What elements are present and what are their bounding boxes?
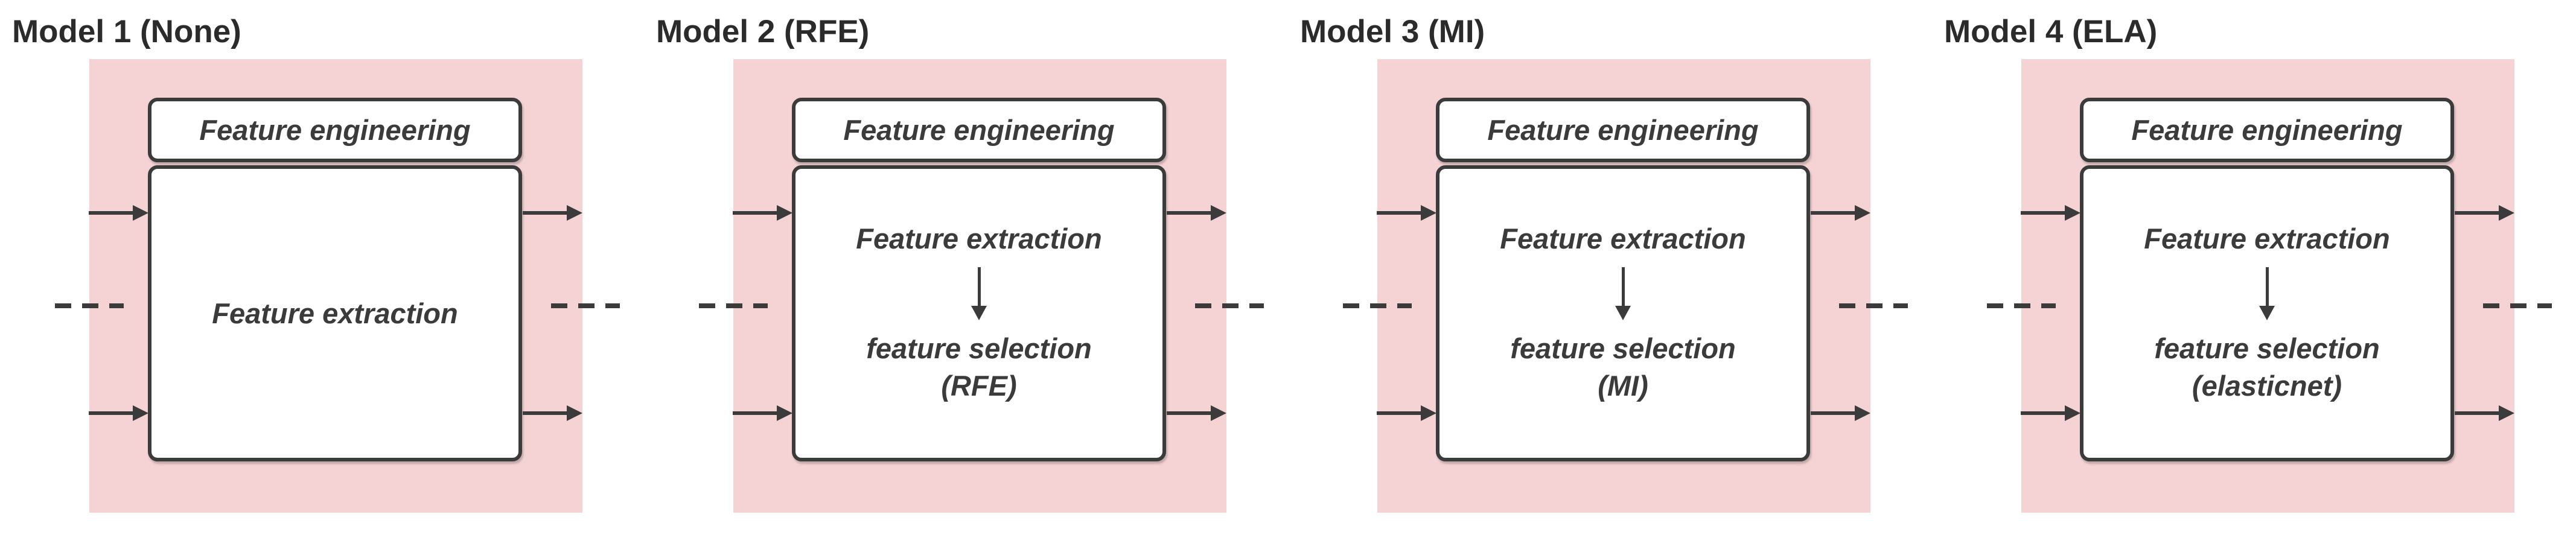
ellipsis-dashes-left-icon (1343, 303, 1412, 308)
panel-title: Model 2 (RFE) (656, 14, 870, 49)
ellipsis-dashes-left-icon (1987, 303, 2056, 308)
flow-down-arrow-icon (1615, 267, 1631, 320)
output-arrow-bottom-icon (523, 405, 582, 421)
flow-down-arrow-icon (971, 267, 987, 320)
feature-engineering-label: Feature engineering (843, 114, 1115, 146)
output-arrow-top-icon (1167, 205, 1226, 221)
selection-method-label: (elasticnet) (2192, 370, 2342, 402)
model-panel: Model 4 (ELA) Feature engineering Featur… (1932, 0, 2576, 538)
feature-extraction-label: Feature extraction (212, 297, 458, 329)
panel-title: Model 1 (None) (12, 14, 241, 49)
feature-engineering-box: Feature engineering (2080, 98, 2454, 162)
feature-engineering-label: Feature engineering (199, 114, 471, 146)
processing-box-content: Feature extraction feature selection (MI… (1439, 169, 1806, 458)
output-arrow-top-icon (1811, 205, 1870, 221)
feature-selection-label: feature selection (2154, 332, 2380, 364)
feature-selection-label: feature selection (1510, 332, 1736, 364)
feature-selection-block: feature selection (RFE) (866, 330, 1092, 405)
output-arrow-bottom-icon (2455, 405, 2514, 421)
input-arrow-bottom-icon (2021, 405, 2080, 421)
selection-method-label: (RFE) (941, 370, 1017, 402)
processing-box: Feature extraction feature selection (RF… (792, 165, 1166, 461)
input-arrow-top-icon (733, 205, 792, 221)
feature-extraction-label: Feature extraction (1500, 223, 1746, 255)
feature-extraction-label: Feature extraction (2144, 223, 2390, 255)
panel-title: Model 4 (ELA) (1944, 14, 2158, 49)
input-arrow-bottom-icon (89, 405, 148, 421)
selection-method-label: (MI) (1598, 370, 1648, 402)
ellipsis-dashes-right-icon (1195, 303, 1264, 308)
output-arrow-top-icon (2455, 205, 2514, 221)
feature-engineering-label: Feature engineering (1487, 114, 1759, 146)
feature-selection-label: feature selection (866, 332, 1092, 364)
panel-title: Model 3 (MI) (1300, 14, 1485, 49)
feature-extraction-label: Feature extraction (856, 223, 1102, 255)
input-arrow-top-icon (2021, 205, 2080, 221)
processing-box: Feature extraction feature selection (el… (2080, 165, 2454, 461)
output-arrow-bottom-icon (1167, 405, 1226, 421)
output-arrow-top-icon (523, 205, 582, 221)
model-panel: Model 2 (RFE) Feature engineering Featur… (644, 0, 1288, 538)
feature-selection-block: feature selection (MI) (1510, 330, 1736, 405)
ellipsis-dashes-right-icon (551, 303, 620, 308)
feature-engineering-box: Feature engineering (792, 98, 1166, 162)
processing-box-content: Feature extraction (151, 169, 518, 458)
input-arrow-top-icon (89, 205, 148, 221)
processing-box-content: Feature extraction feature selection (RF… (795, 169, 1162, 458)
processing-box-content: Feature extraction feature selection (el… (2083, 169, 2450, 458)
feature-engineering-box: Feature engineering (148, 98, 522, 162)
input-arrow-bottom-icon (1377, 405, 1436, 421)
input-arrow-bottom-icon (733, 405, 792, 421)
flow-down-arrow-icon (2259, 267, 2275, 320)
feature-selection-block: feature selection (elasticnet) (2154, 330, 2380, 405)
output-arrow-bottom-icon (1811, 405, 1870, 421)
ellipsis-dashes-right-icon (1839, 303, 1908, 308)
processing-box: Feature extraction feature selection (MI… (1436, 165, 1810, 461)
ellipsis-dashes-left-icon (55, 303, 124, 308)
ellipsis-dashes-right-icon (2483, 303, 2552, 308)
input-arrow-top-icon (1377, 205, 1436, 221)
processing-box: Feature extraction (148, 165, 522, 461)
ellipsis-dashes-left-icon (699, 303, 768, 308)
model-panel: Model 1 (None) Feature engineering Featu… (0, 0, 644, 538)
model-panel: Model 3 (MI) Feature engineering Feature… (1288, 0, 1932, 538)
feature-engineering-label: Feature engineering (2131, 114, 2403, 146)
feature-engineering-box: Feature engineering (1436, 98, 1810, 162)
